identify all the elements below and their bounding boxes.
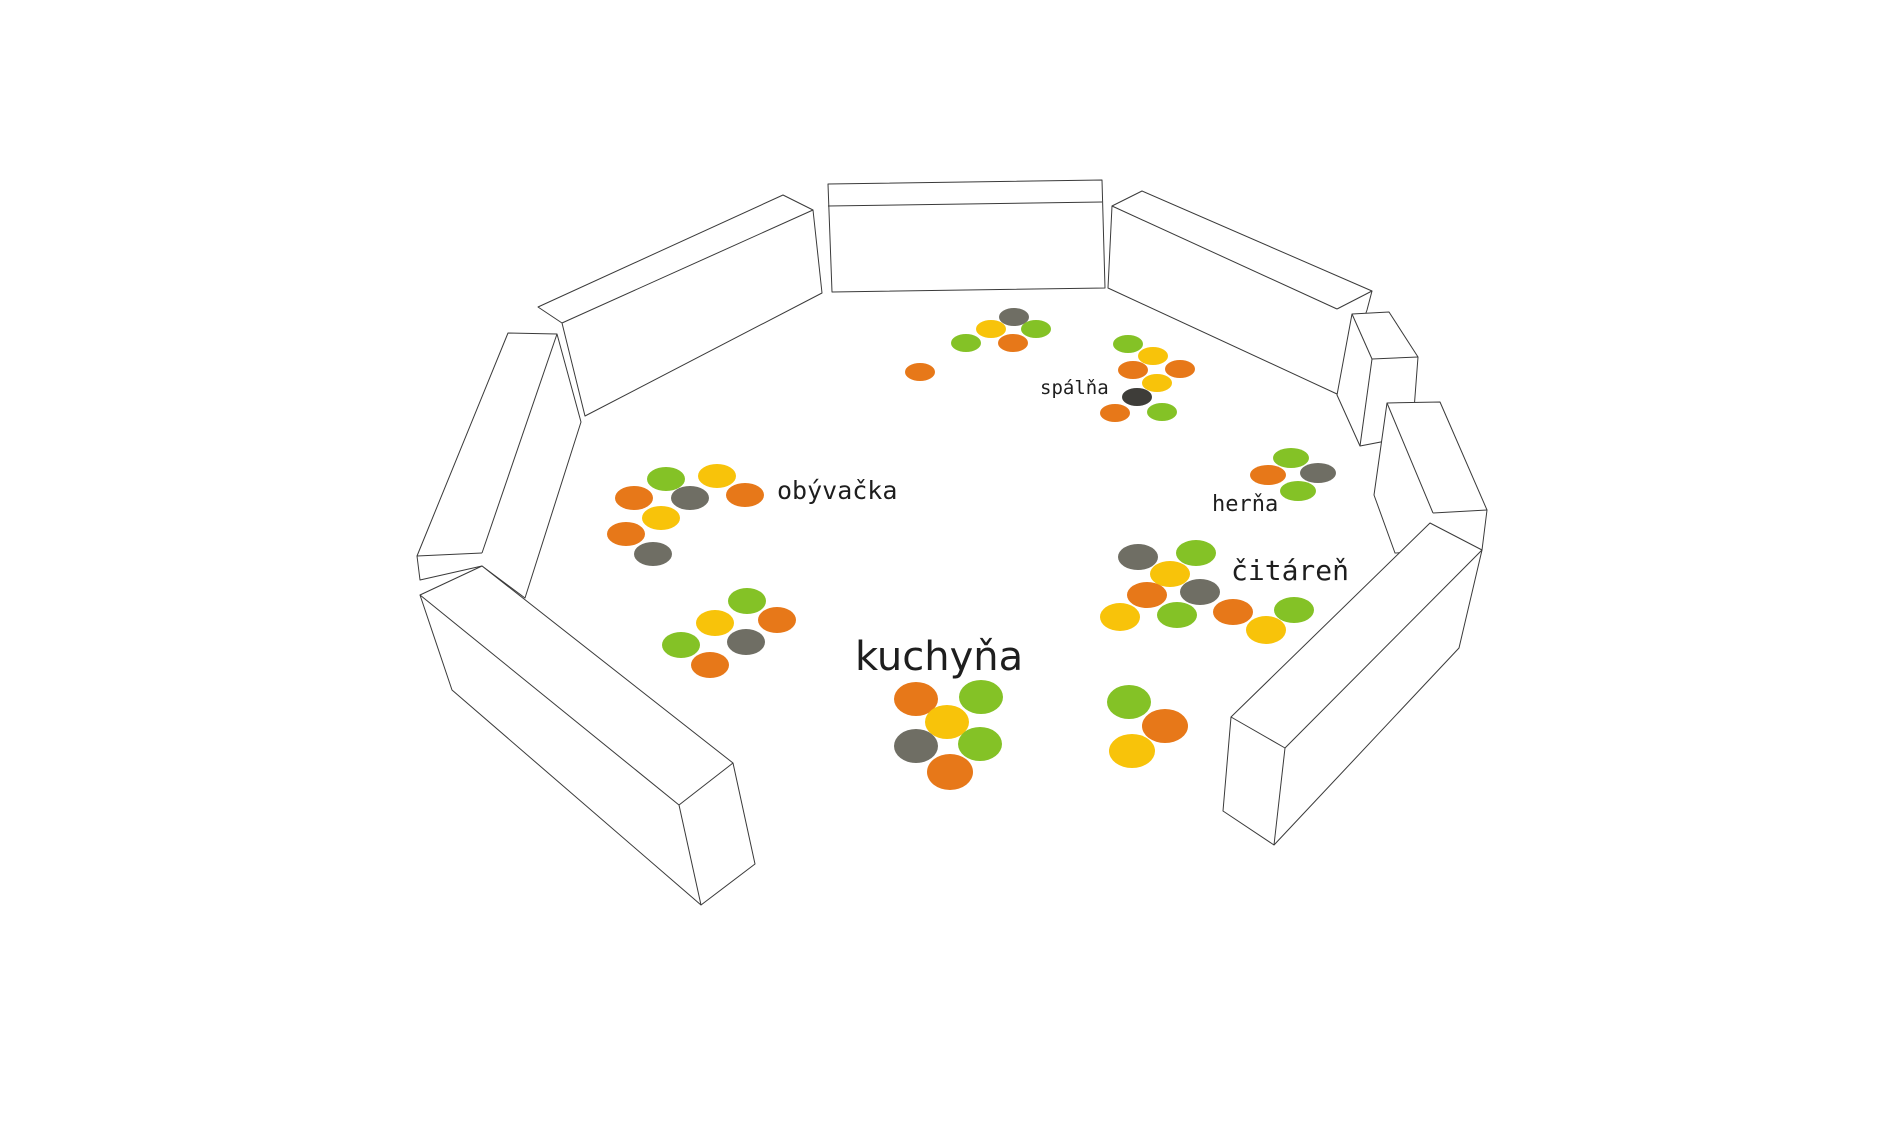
dot-orange (691, 652, 729, 678)
dot-yellow (925, 705, 969, 739)
dot-green (1113, 335, 1143, 353)
dot-cluster-herna (1250, 448, 1336, 501)
room-labels: obývačka spálňa herňa čitáreň kuchyňa (777, 377, 1349, 680)
dot-cluster-bottom-right (1107, 685, 1188, 768)
dot-orange (998, 334, 1028, 352)
dot-green (1157, 602, 1197, 628)
dot-cluster-spalna (1100, 335, 1195, 422)
dot-yellow (698, 464, 736, 488)
wall-left (416, 332, 582, 599)
dot-cluster-kuchyna (894, 680, 1003, 790)
dot-green (1107, 685, 1151, 719)
wall-bottom-right (1222, 522, 1483, 846)
dot-green (1176, 540, 1216, 566)
dot-yellow (1150, 561, 1190, 587)
dot-orange (1100, 404, 1130, 422)
dot-orange (927, 754, 973, 790)
dot-cluster-left-lower (662, 588, 796, 678)
dot-orange (615, 486, 653, 510)
label-kuchyna: kuchyňa (855, 634, 1023, 680)
dot-cluster-top (905, 308, 1051, 381)
label-obyvacka: obývačka (777, 476, 897, 505)
dot-yellow (1246, 616, 1286, 644)
dot-gray (1180, 579, 1220, 605)
dot-orange (1127, 582, 1167, 608)
dot-yellow (1100, 603, 1140, 631)
wall-bottom-left (419, 565, 756, 906)
dot-gray (1118, 544, 1158, 570)
wall-top-right (1107, 190, 1373, 395)
dot-orange (894, 682, 938, 716)
wall-top-left (537, 194, 823, 417)
dot-green (647, 467, 685, 491)
dot-orange (1142, 709, 1188, 743)
dot-orange (905, 363, 935, 381)
dot-yellow (642, 506, 680, 530)
dot-orange (758, 607, 796, 633)
wall-top (827, 179, 1106, 293)
dot-green (1021, 320, 1051, 338)
dot-green (662, 632, 700, 658)
dot-clusters (607, 308, 1336, 790)
label-herna: herňa (1212, 492, 1278, 517)
dot-orange (607, 522, 645, 546)
dot-cluster-obyvacka (607, 464, 764, 566)
walls (416, 179, 1488, 906)
dot-green (951, 334, 981, 352)
dot-cluster-citaren (1100, 540, 1314, 644)
dot-yellow (976, 320, 1006, 338)
dot-green (1274, 597, 1314, 623)
dot-gray (1300, 463, 1336, 483)
dot-yellow (1138, 347, 1168, 365)
dot-orange (726, 483, 764, 507)
dot-gray (634, 542, 672, 566)
dot-green (959, 680, 1003, 714)
dot-green (1147, 403, 1177, 421)
dot-green (958, 727, 1002, 761)
dot-yellow (1142, 374, 1172, 392)
dot-dark (1122, 388, 1152, 406)
dot-green (728, 588, 766, 614)
dot-orange (1165, 360, 1195, 378)
dot-orange (1250, 465, 1286, 485)
dot-yellow (1109, 734, 1155, 768)
dot-gray (999, 308, 1029, 326)
wall-right (1373, 401, 1488, 554)
dot-orange (1213, 599, 1253, 625)
dot-green (1273, 448, 1309, 468)
label-citaren: čitáreň (1231, 554, 1349, 587)
dot-gray (671, 486, 709, 510)
dot-orange (1118, 361, 1148, 379)
label-spalna: spálňa (1040, 377, 1109, 399)
dot-yellow (696, 610, 734, 636)
dot-gray (727, 629, 765, 655)
dot-green (1280, 481, 1316, 501)
dot-gray (894, 729, 938, 763)
